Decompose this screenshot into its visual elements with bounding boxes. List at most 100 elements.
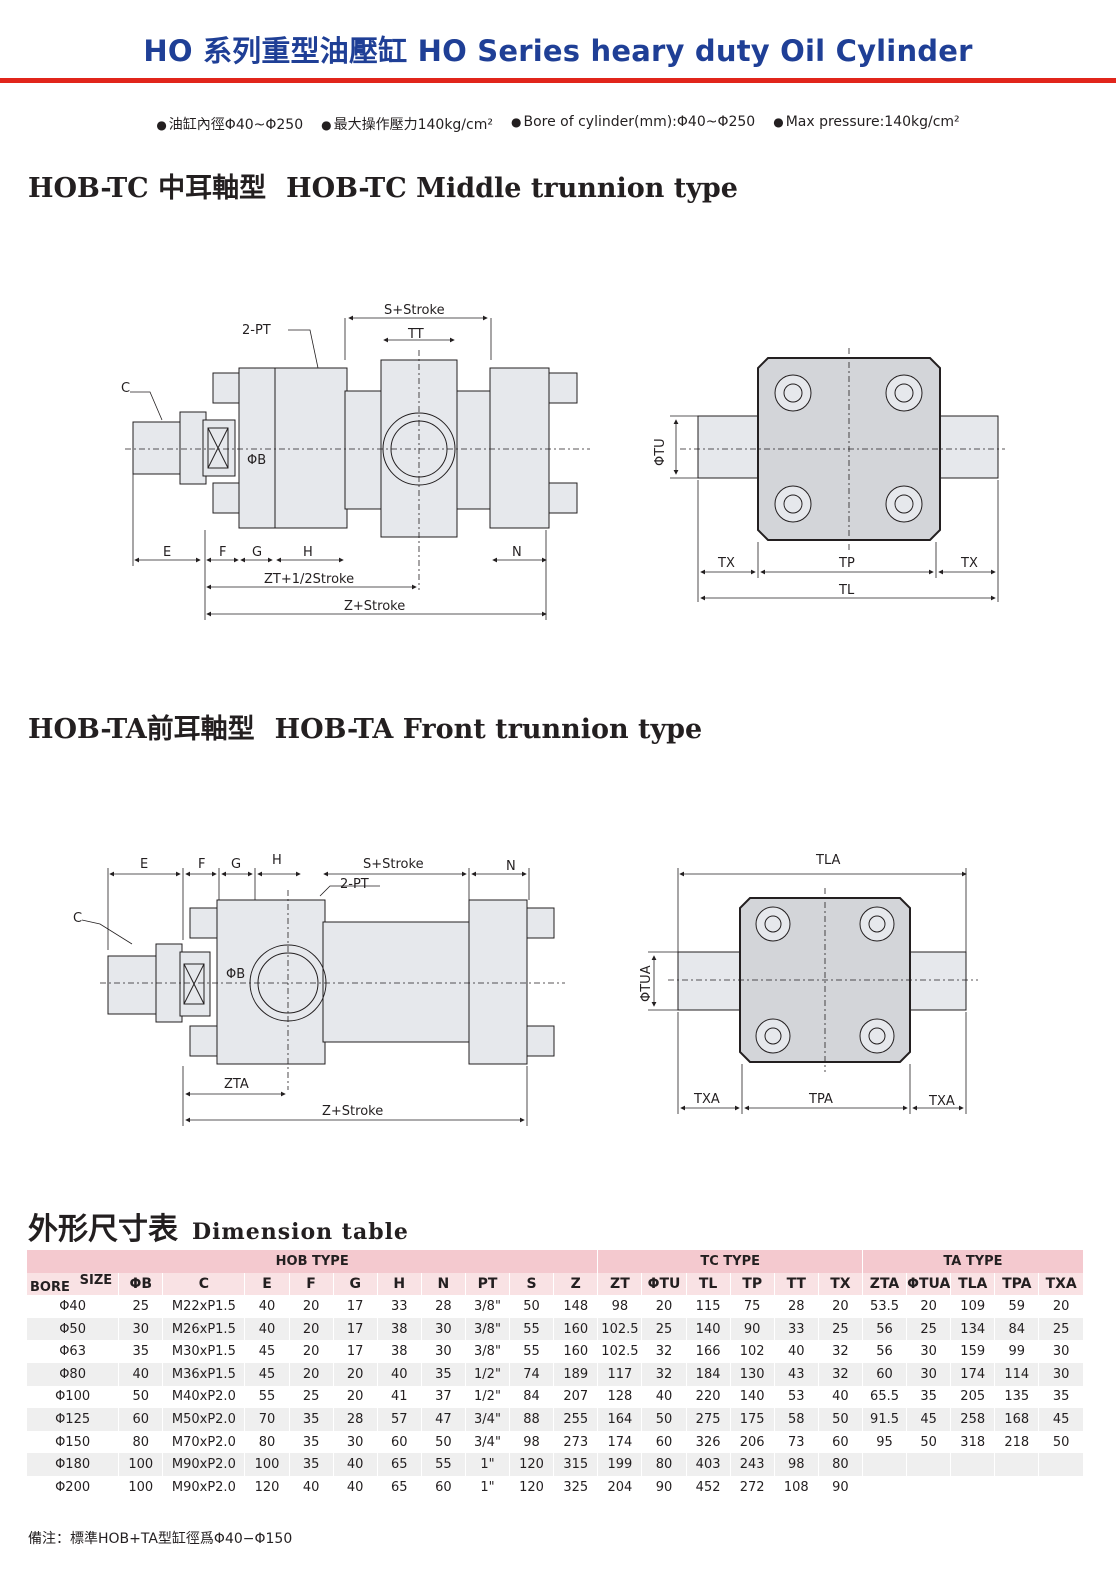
column-header: ZTA	[861, 1272, 907, 1296]
table-cell: 20	[288, 1362, 334, 1386]
tc-dim-f: F	[219, 545, 226, 560]
table-cell: 45	[906, 1408, 951, 1431]
table-cell: 130	[729, 1362, 775, 1386]
table-cell: 120	[244, 1475, 290, 1499]
column-header: TXA	[1038, 1272, 1083, 1296]
column-header: TL	[685, 1272, 731, 1296]
table-cell: 20	[332, 1385, 378, 1409]
tc-dim-g: G	[252, 545, 262, 560]
table-cell: 50	[420, 1430, 466, 1454]
tc-dim-s-stroke: S+Stroke	[384, 303, 445, 318]
table-cell: 50	[509, 1295, 554, 1318]
table-cell: 102.5	[597, 1317, 642, 1341]
tc-dim-n: N	[512, 545, 522, 560]
table-cell: 17	[332, 1317, 378, 1341]
table-cell: 258	[950, 1408, 995, 1431]
table-cell: 74	[509, 1362, 554, 1386]
table-cell: 90	[641, 1475, 687, 1499]
table-cell: 1"	[464, 1453, 510, 1476]
table-cell: 45	[244, 1340, 290, 1363]
table-cell	[994, 1453, 1039, 1476]
table-cell: 40	[773, 1340, 819, 1363]
table-cell: 3/4"	[464, 1408, 510, 1431]
section-title-en: HOB-TC Middle trunnion type	[286, 173, 738, 204]
table-cell: M22xP1.5	[162, 1295, 245, 1318]
spec-text: Bore of cylinder(mm):Φ40~Φ250	[523, 114, 756, 130]
table-cell: 73	[773, 1430, 819, 1454]
table-cell: 128	[597, 1385, 642, 1409]
table-cell: M70xP2.0	[162, 1430, 245, 1454]
table-cell	[950, 1453, 995, 1476]
column-header: F	[288, 1272, 334, 1296]
table-cell: 55	[509, 1317, 554, 1341]
table-cell: M40xP2.0	[162, 1385, 245, 1409]
table-cell: 135	[994, 1385, 1039, 1409]
tc-dim-c: C	[121, 381, 130, 396]
table-cell: 80	[118, 1430, 163, 1454]
table-cell: 160	[553, 1317, 598, 1341]
table-cell: M26xP1.5	[162, 1317, 245, 1341]
table-cell: 120	[509, 1453, 554, 1476]
table-cell: 38	[376, 1317, 422, 1341]
table-cell: M30xP1.5	[162, 1340, 245, 1363]
spec-bore-en: ●Bore of cylinder(mm):Φ40~Φ250	[510, 114, 756, 130]
section-title-en: HOB-TA Front trunnion type	[274, 714, 703, 745]
ta-dim-h: H	[272, 853, 282, 868]
table-cell: 53	[773, 1385, 819, 1409]
dimension-title-zh: 外形尺寸表	[28, 1212, 178, 1247]
table-cell	[1038, 1453, 1083, 1476]
ta-dim-tla: TLA	[815, 853, 840, 868]
tc-side-drawing: S+Stroke TT 2-PT C ΦB E F G H N ZT+1/2St…	[121, 303, 1005, 620]
table-cell: 33	[376, 1295, 422, 1318]
ta-side-drawing: E F G H S+Stroke N 2-PT C ΦB ZTA Z+Strok…	[73, 853, 978, 1126]
table-cell: 45	[1038, 1408, 1083, 1431]
table-cell	[861, 1453, 907, 1476]
corner-size: SIZE	[79, 1272, 113, 1288]
table-cell: 25	[641, 1317, 687, 1341]
table-cell: 20	[641, 1295, 687, 1318]
section-title-ta: HOB-TA前耳軸型 HOB-TA Front trunnion type	[28, 707, 702, 746]
table-cell: 20	[906, 1295, 951, 1318]
table-cell: 40	[376, 1362, 422, 1386]
table-cell: 17	[332, 1295, 378, 1318]
table-cell: 204	[597, 1475, 642, 1499]
table-cell: 60	[641, 1430, 687, 1454]
table-cell	[906, 1475, 951, 1499]
table-cell: 57	[376, 1408, 422, 1431]
table-cell: 134	[950, 1317, 995, 1341]
column-header: PT	[464, 1272, 510, 1296]
title-rule	[0, 78, 1116, 83]
table-cell: 3/4"	[464, 1430, 510, 1454]
table-cell: 199	[597, 1453, 642, 1476]
bore-cell: Φ125	[25, 1408, 119, 1431]
table-cell: 50	[817, 1408, 863, 1431]
table-cell: 184	[685, 1362, 731, 1386]
table-cell: 100	[118, 1453, 163, 1476]
section-title-zh: HOB-TA前耳軸型	[28, 714, 255, 745]
table-cell: 50	[1038, 1430, 1083, 1454]
table-cell: 28	[332, 1408, 378, 1431]
table-cell	[950, 1475, 995, 1499]
table-cell: 50	[906, 1430, 951, 1454]
ta-dim-n: N	[506, 859, 516, 874]
table-cell: 272	[729, 1475, 775, 1499]
table-cell: 47	[420, 1408, 466, 1431]
table-cell: 189	[553, 1362, 598, 1386]
tc-dim-tx-right: TX	[960, 556, 978, 571]
table-cell: 90	[729, 1317, 775, 1341]
table-cell: 50	[118, 1385, 163, 1409]
table-cell: 30	[420, 1317, 466, 1341]
bore-cell: Φ80	[25, 1362, 119, 1386]
table-cell: 40	[332, 1475, 378, 1499]
table-cell: 40	[332, 1453, 378, 1476]
table-cell: 25	[288, 1385, 334, 1409]
table-cell: 30	[906, 1362, 951, 1386]
table-cell: 175	[729, 1408, 775, 1431]
table-cell: 140	[729, 1385, 775, 1409]
table-cell: 99	[994, 1340, 1039, 1363]
tc-dim-h: H	[303, 545, 313, 560]
column-header: ΦTUA	[906, 1272, 951, 1296]
